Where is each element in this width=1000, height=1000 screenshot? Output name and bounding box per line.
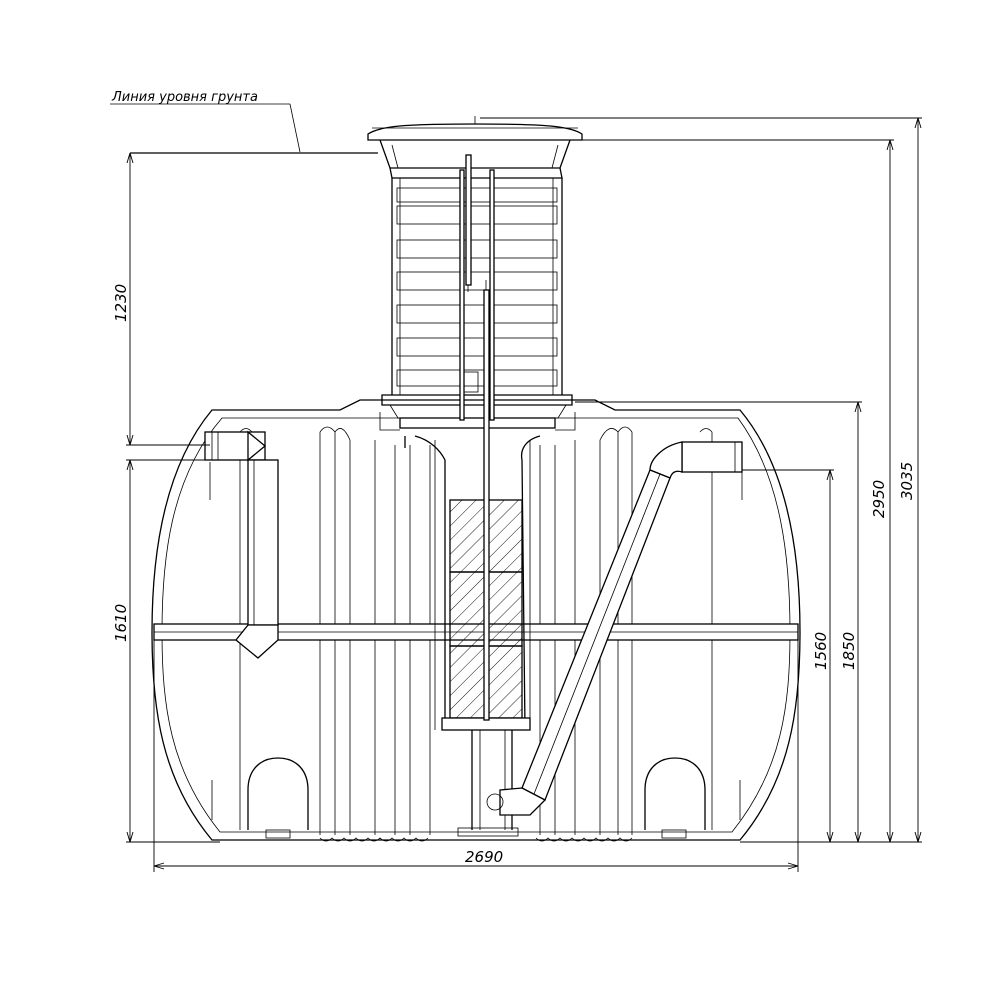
dim-2950: 2950 (870, 480, 888, 518)
ground-level-label: Линия уровня грунта (111, 90, 258, 105)
outlet-pipe (486, 441, 743, 816)
dim-1230: 1230 (112, 284, 130, 322)
dim-3035: 3035 (898, 462, 916, 500)
dim-1850: 1850 (840, 632, 858, 670)
dim-1560: 1560 (812, 632, 830, 670)
dimensions: 2690 1230 1610 1560 1850 2950 3035 (112, 117, 922, 872)
riser-shaft (367, 116, 583, 431)
dim-1610: 1610 (112, 604, 130, 642)
ground-level-callout: Линия уровня грунта (110, 90, 378, 154)
dim-width: 2690 (465, 848, 503, 866)
filter-column (404, 154, 541, 837)
inlet-pipe (204, 430, 279, 659)
